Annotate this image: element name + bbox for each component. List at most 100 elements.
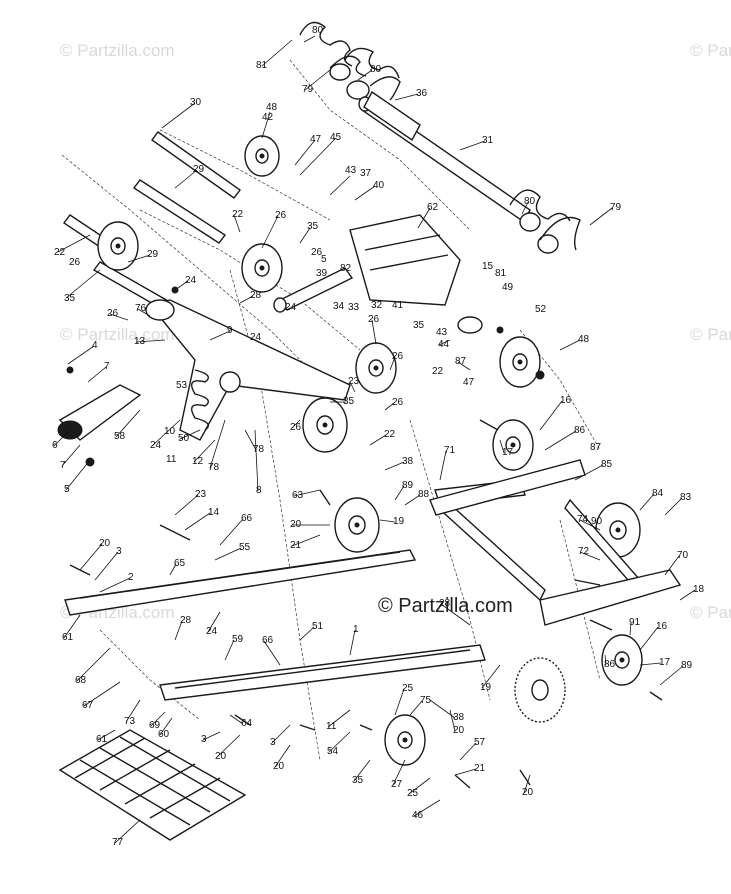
callout-number: 44 xyxy=(438,339,450,350)
leader-line xyxy=(299,626,315,641)
callout-number: 29 xyxy=(193,164,205,175)
callout-number: 1 xyxy=(353,624,359,635)
callout-number: 43 xyxy=(436,327,448,338)
callout-number: 74 xyxy=(577,514,589,525)
callout-number: 4 xyxy=(92,340,98,351)
leader-line xyxy=(114,819,141,844)
leader-line xyxy=(664,497,683,516)
watermark: © Partzilla.com xyxy=(60,325,175,344)
leader-line xyxy=(224,639,235,661)
callout-number: 26 xyxy=(69,257,81,268)
leader-line xyxy=(261,39,293,67)
callout-number: 65 xyxy=(174,558,186,569)
leader-line xyxy=(384,461,405,471)
leader-line xyxy=(79,543,103,571)
callout-number: 17 xyxy=(502,447,514,458)
callout-number: 37 xyxy=(360,168,372,179)
callout-number: 26 xyxy=(290,422,302,433)
callout-number: 23 xyxy=(348,376,360,387)
leader-line xyxy=(239,295,254,304)
callout-number: 3 xyxy=(270,737,276,748)
callout-number: 12 xyxy=(192,456,204,467)
callout-number: 2 xyxy=(128,572,134,583)
callout-number: 34 xyxy=(333,301,345,312)
callout-number: 67 xyxy=(82,700,94,711)
callout-number: 7 xyxy=(60,460,66,471)
leader-line xyxy=(413,799,441,817)
callout-number: 91 xyxy=(629,617,641,628)
front-link-arm xyxy=(57,384,142,441)
callout-number: 76 xyxy=(135,303,147,314)
leader-line xyxy=(67,345,95,365)
leader-line xyxy=(438,339,451,346)
callout-number: 61 xyxy=(62,632,74,643)
callout-number: 35 xyxy=(413,320,425,331)
leader-line xyxy=(233,214,241,233)
leader-line xyxy=(394,93,419,101)
callout-number: 21 xyxy=(474,763,486,774)
watermark: © Partzilla.com xyxy=(690,41,731,60)
leader-line xyxy=(179,429,201,440)
leader-line xyxy=(299,227,311,244)
callout-number: 72 xyxy=(578,546,590,557)
callout-number: 77 xyxy=(112,837,124,848)
leader-line xyxy=(97,729,116,741)
callout-number: 22 xyxy=(432,366,444,377)
callout-number: 78 xyxy=(253,444,265,455)
leader-line xyxy=(207,611,221,633)
leader-line xyxy=(244,429,257,451)
callout-number: 61 xyxy=(96,734,108,745)
callout-number: 24 xyxy=(185,275,197,286)
callout-number: 26 xyxy=(275,210,287,221)
leader-line xyxy=(328,731,351,753)
callout-number: 70 xyxy=(677,550,689,561)
callout-number: 26 xyxy=(311,247,323,258)
leader-line xyxy=(354,185,376,201)
leader-line xyxy=(169,563,177,576)
leader-line xyxy=(83,681,121,707)
left-slide-rail-upper xyxy=(64,549,417,616)
callout-number: 82 xyxy=(340,263,352,274)
leader-line xyxy=(159,717,173,736)
callout-number: 80 xyxy=(312,25,324,36)
callout-number: 87 xyxy=(590,442,602,453)
callout-number: 19 xyxy=(480,682,492,693)
callout-number: 78 xyxy=(208,462,220,473)
callout-number: 35 xyxy=(64,293,76,304)
leader-line xyxy=(127,254,151,263)
callout-number: 55 xyxy=(239,542,251,553)
leader-line xyxy=(87,366,107,383)
callout-number: 15 xyxy=(482,261,494,272)
callout-number: 87 xyxy=(455,356,467,367)
callout-number: 79 xyxy=(302,84,314,95)
callout-number: 13 xyxy=(134,336,146,347)
callout-number: 62 xyxy=(427,202,439,213)
leader-line xyxy=(109,313,129,321)
callout-number: 73 xyxy=(124,716,136,727)
callout-number: 75 xyxy=(420,695,432,706)
callout-number: 35 xyxy=(352,775,364,786)
callout-number: 47 xyxy=(463,377,475,388)
callout-number: 22 xyxy=(384,429,396,440)
leader-line xyxy=(579,551,601,561)
leader-line xyxy=(150,711,166,727)
leader-line xyxy=(174,280,189,291)
brand-watermark: © Partzilla.com xyxy=(378,595,513,617)
callout-number: 45 xyxy=(330,132,342,143)
rear-axle-shaft xyxy=(358,90,531,224)
rear-pivot-block xyxy=(349,214,483,334)
callout-number: 80 xyxy=(370,64,382,75)
callout-number: 48 xyxy=(578,334,590,345)
callout-number: 47 xyxy=(310,134,322,145)
callout-number: 16 xyxy=(560,395,572,406)
callout-number: 26 xyxy=(107,308,119,319)
left-slide-rail-lower xyxy=(159,644,486,701)
callout-number: 28 xyxy=(439,598,451,609)
leader-line xyxy=(523,774,531,794)
leader-line xyxy=(263,640,281,666)
leader-line xyxy=(639,493,655,511)
leader-line xyxy=(193,439,216,463)
leader-line xyxy=(216,734,241,758)
callout-number: 20 xyxy=(522,787,534,798)
